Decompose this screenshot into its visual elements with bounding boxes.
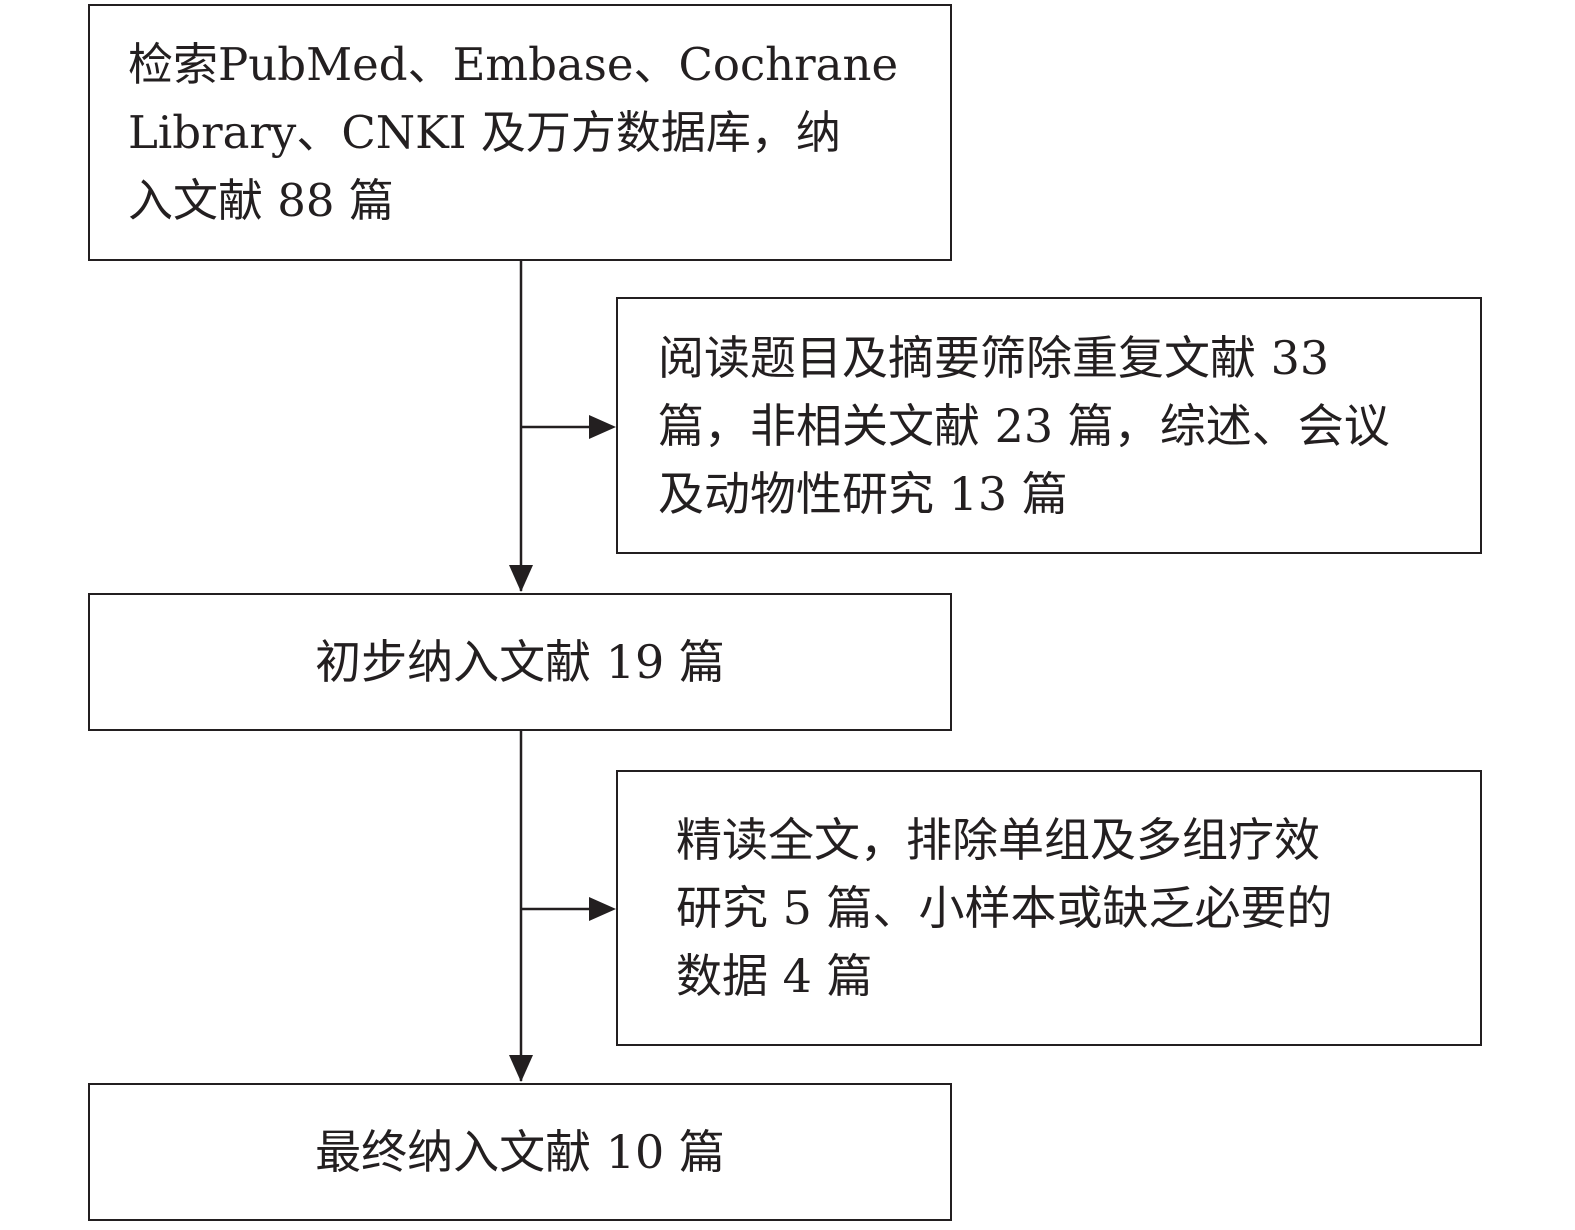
arrowhead-down-1 bbox=[509, 565, 533, 592]
preliminary-box: 初步纳入文献 19 篇 bbox=[88, 593, 952, 731]
search-line-1: 检索PubMed、Embase、Cochrane bbox=[128, 37, 899, 91]
search-line-2: Library、CNKI 及万方数据库，纳 bbox=[128, 105, 841, 159]
exclusion-screening-line-2: 篇，非相关文献 23 篇，综述、会议 bbox=[658, 398, 1390, 453]
final-text: 最终纳入文献 10 篇 bbox=[315, 1125, 725, 1179]
exclusion-fulltext-text: 精读全文，排除单组及多组疗效 研究 5 篇、小样本或缺乏必要的 数据 4 篇 bbox=[676, 806, 1333, 1010]
preliminary-text: 初步纳入文献 19 篇 bbox=[315, 635, 725, 689]
arrowhead-right-2 bbox=[589, 897, 616, 921]
search-text: 检索PubMed、Embase、Cochrane Library、CNKI 及万… bbox=[128, 31, 898, 235]
exclusion-screening-text: 阅读题目及摘要筛除重复文献 33 篇，非相关文献 23 篇，综述、会议 及动物性… bbox=[658, 324, 1390, 528]
exclusion-fulltext-box: 精读全文，排除单组及多组疗效 研究 5 篇、小样本或缺乏必要的 数据 4 篇 bbox=[616, 770, 1482, 1046]
exclusion-screening-line-3: 及动物性研究 13 篇 bbox=[658, 466, 1068, 521]
final-box: 最终纳入文献 10 篇 bbox=[88, 1083, 952, 1221]
arrowhead-down-2 bbox=[509, 1055, 533, 1082]
exclusion-screening-line-1: 阅读题目及摘要筛除重复文献 33 bbox=[658, 330, 1330, 385]
search-box: 检索PubMed、Embase、Cochrane Library、CNKI 及万… bbox=[88, 4, 952, 261]
exclusion-screening-box: 阅读题目及摘要筛除重复文献 33 篇，非相关文献 23 篇，综述、会议 及动物性… bbox=[616, 297, 1482, 554]
exclusion-fulltext-line-3: 数据 4 篇 bbox=[676, 949, 873, 1003]
arrowhead-right-1 bbox=[589, 415, 616, 439]
exclusion-fulltext-line-1: 精读全文，排除单组及多组疗效 bbox=[676, 813, 1320, 867]
search-line-3: 入文献 88 篇 bbox=[128, 173, 394, 227]
exclusion-fulltext-line-2: 研究 5 篇、小样本或缺乏必要的 bbox=[676, 881, 1333, 935]
